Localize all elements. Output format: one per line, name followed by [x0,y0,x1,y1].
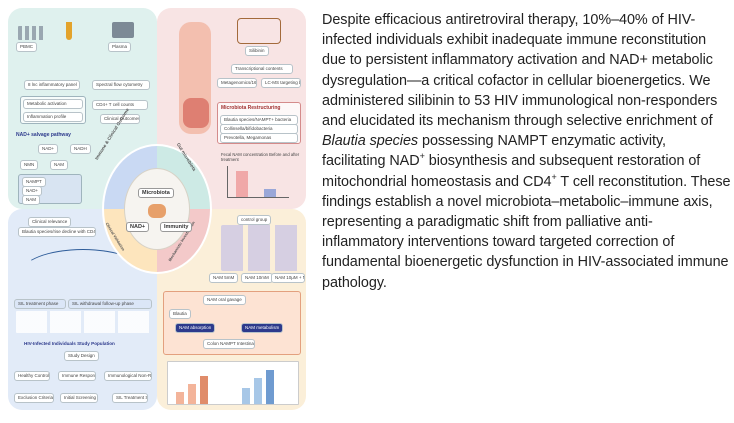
timeline-cards [16,311,150,333]
mini-bar-4 [242,388,250,404]
trend-curve [20,249,146,299]
row-nam: NAM [22,195,40,205]
label-clinical-relevance: Clinical relevance [28,217,72,227]
label-sil-treatment: SIL treatment phase [14,299,66,309]
flow-healthy: Healthy Controls [14,371,50,381]
center-gut-icon [148,204,166,218]
fecal-nam-chart [227,166,289,198]
abstract-sup-2: + [551,171,557,182]
label-nam-metabolism: NAM metabolism [241,323,284,333]
label-sil-withdrawal: SIL withdrawal follow-up phase [68,299,152,309]
abstract-text-1: Despite efficacious antiretroviral thera… [322,12,718,130]
quadrant-mechanistic: control group NAM 5mM NAM 10mM NAM 10μM … [157,209,306,410]
fecal-nam-caption: Fecal NAM concentration Before and after… [221,152,300,162]
outcome-cd4: CD4+ T cell counts [92,100,148,110]
node-nadh: NADH [70,144,91,154]
restructure-title: Microbiota Restructuring [221,105,281,111]
center-nad: NAD+ [126,222,150,232]
flow-sil-study: SIL Treatment Study [112,393,148,403]
flow-non-responders: Immunological Non-Responders [104,371,152,381]
quadrant-clinical-validation: Clinical relevance Blautia species/rise … [8,209,157,410]
label-nam-5mm: NAM 5mM [209,273,239,283]
label-plasma: Plasma [108,42,132,52]
flow-study-design: Study Design [64,351,99,361]
abstract-text-2: possessing NAMPT enzymatic activity, fac… [322,133,666,170]
label-inflammatory-panel: 8 lnc inflammatory panel [24,80,80,90]
abstract-italic-blautia: Blautia species [322,133,419,150]
pathway-title: NAD+ salvage pathway [16,132,71,138]
mini-bar-3 [200,376,208,404]
abstract-text-4: T cell reconstitution. These findings es… [322,173,731,291]
label-blautia-decline: Blautia species/rise decline with CD4+ T… [18,227,96,237]
quadrant-immune-clinical: PBMC Plasma 8 lnc inflammatory panel Spe… [8,8,157,209]
label-colon-nampt: Colon NAMPT Intestinal microbes [203,339,255,349]
mini-bar-6 [266,370,274,404]
chart-bar-before [236,171,248,197]
molecule-icon [237,18,281,44]
node-nad: NAD+ [38,144,59,154]
tube-icon [66,22,72,40]
outcome-inflammation: Inflammation profile [23,112,83,122]
flow-screening: Initial Screening [60,393,98,403]
results-charts [167,361,299,405]
mini-bar-5 [254,378,262,404]
center-microbiota: Microbiota [138,188,174,198]
outcome-clinical: Clinical Outcomes [100,114,140,124]
machine-icon [112,22,134,38]
mini-bar-2 [188,384,196,404]
node-nmn: NMN [20,160,39,170]
label-nam-absorption: NAM absorption [175,323,216,333]
node-nam: NAM [50,160,68,170]
abstract-text: Despite efficacious antiretroviral thera… [322,10,732,293]
label-transcriptional: Transcriptional contents [231,64,293,74]
abstract-paragraph: Despite efficacious antiretroviral thera… [322,10,732,293]
abstract-text-3: biosynthesis and subsequent restoration … [322,153,701,190]
label-lcms: LC-MS targeting bile acids [261,78,301,88]
abstract-sup-1: + [419,151,425,162]
mini-bar-1 [176,392,184,404]
restructure-item-3: Prevotella, Megamonas [220,133,298,143]
center-immunity: Immunity [160,222,193,232]
flow-exclusion: Exclusion Criteria [14,393,54,403]
label-nam-gavage: NAM oral gavage [203,295,246,305]
people-icon [18,26,46,40]
label-control-group: control group [237,215,272,225]
label-pbmc: PBMC [16,42,38,52]
label-flow-cytometry: Spectral flow cytometry [92,80,150,90]
outcome-metabolic: Metabolic activation [23,99,83,109]
label-blautia: Blautia [169,309,191,319]
graphical-abstract-figure: PBMC Plasma 8 lnc inflammatory panel Spe… [8,8,306,410]
chart-bar-after [264,189,276,197]
label-silibinin: Silibinin [245,46,269,56]
flow-responders: Immune Responders [58,371,96,381]
intestine-icon [183,98,209,128]
label-nam-10mm: NAM 10mM [241,273,273,283]
center-ring [102,144,212,274]
label-metagenomics: Metagenomics/16S sequencing [217,78,257,88]
cell-images [221,225,299,271]
study-title: HIV-Infected Individuals Study Populatio… [24,341,115,346]
label-nam-nampti: NAM 10μM + NAMPTi [271,273,305,283]
